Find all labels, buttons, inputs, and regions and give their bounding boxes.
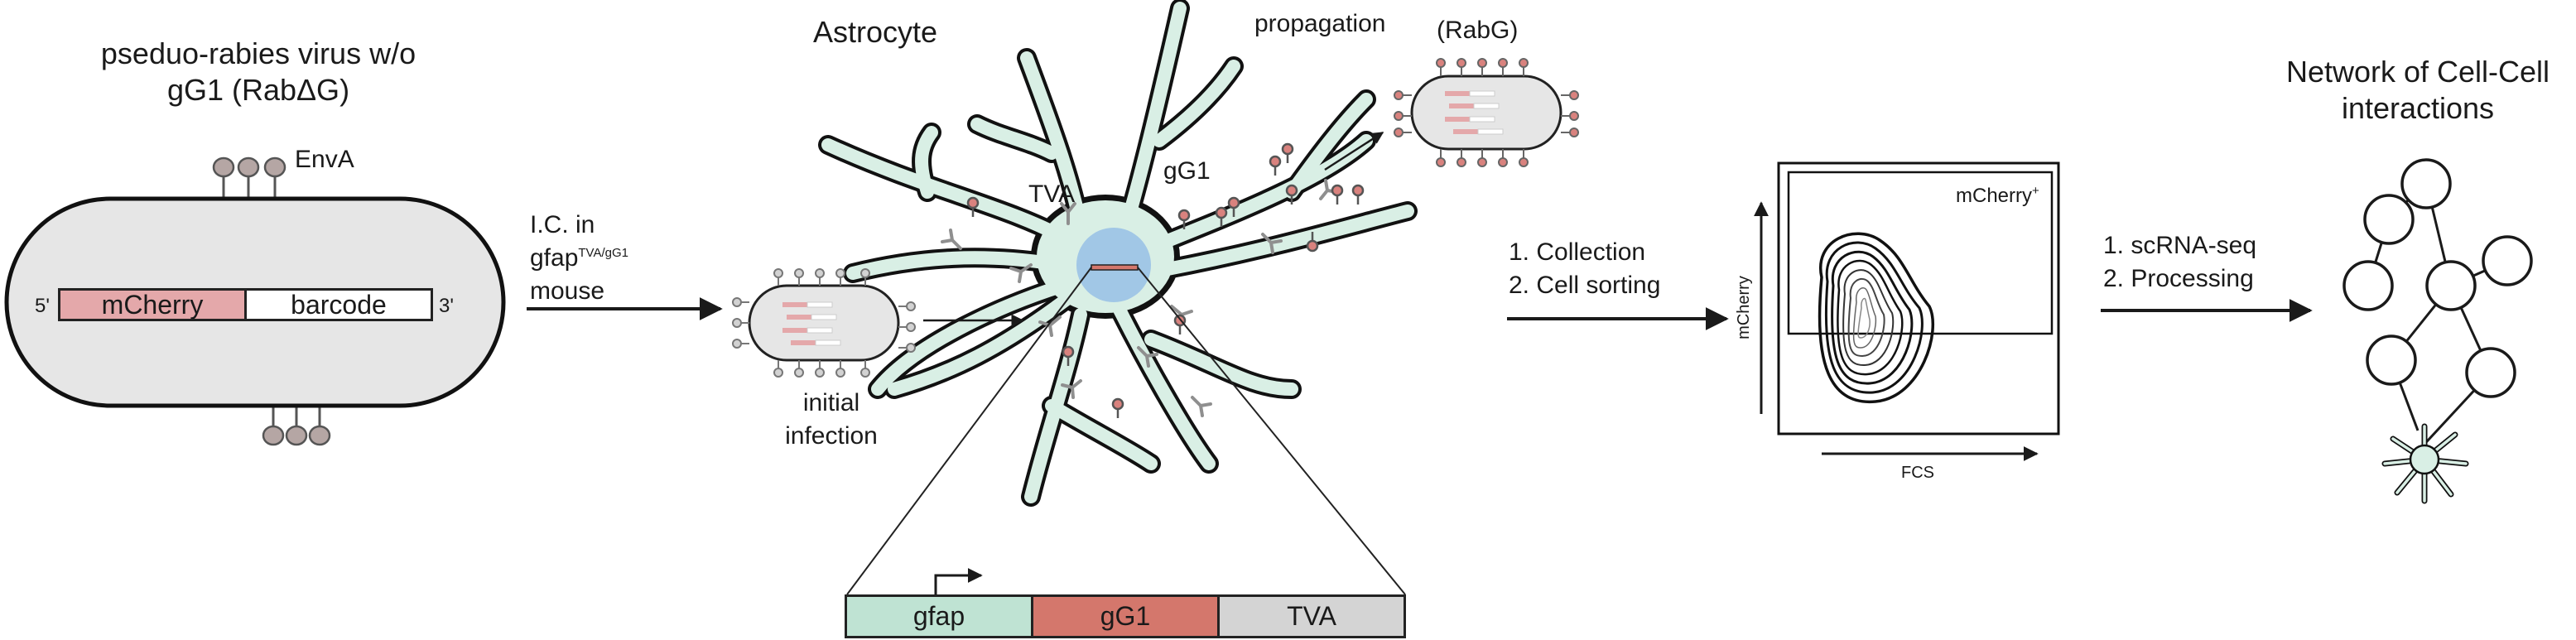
network-title-line1: Network of Cell-Cell: [2285, 55, 2550, 89]
virus-title-line1: pseduo-rabies virus w/o: [100, 36, 416, 70]
five-prime-label: 5': [35, 295, 50, 317]
processing-step2: 2. Processing: [2103, 265, 2254, 292]
gfap-gene-label: gfap: [912, 601, 965, 631]
network-graph: [2342, 158, 2533, 504]
zoom-line-left: [846, 267, 1092, 595]
facs-y-axis-label: mCherry: [1734, 276, 1753, 339]
facs-x-axis-label: FCS: [1901, 464, 1934, 482]
contour-lines: [1818, 232, 1934, 404]
mcherry-gate-sup: +: [2032, 184, 2039, 198]
enva-label: EnvA: [295, 146, 354, 173]
tva-label: TVA: [1028, 180, 1076, 208]
injection-genotype-sup: TVA/gG1: [578, 246, 628, 260]
network-node: [2366, 334, 2417, 386]
sorting-step2: 2. Cell sorting: [1509, 272, 1661, 299]
gg1-label: gG1: [1163, 157, 1211, 185]
initial-infection-line2: infection: [785, 422, 878, 450]
mcherry-gate-base: mCherry: [1956, 185, 2033, 207]
tva-gene: TVA: [1217, 594, 1406, 638]
env-spikes-top: [212, 156, 286, 205]
processing-step1: 1. scRNA-seq: [2103, 232, 2257, 259]
propagated-virus: [1394, 58, 1579, 167]
barcode-gene-label: barcode: [291, 289, 387, 320]
gg1-gene-label: gG1: [1100, 601, 1151, 631]
zoom-line-right: [1137, 267, 1406, 595]
virus-title-line2: gG1 (RabΔG): [166, 73, 350, 107]
injection-line3: mouse: [530, 277, 605, 305]
gfap-gene: gfap: [845, 594, 1033, 638]
sorting-step1: 1. Collection: [1509, 238, 1646, 266]
network-node: [2363, 194, 2415, 245]
gg1-gene: gG1: [1031, 594, 1220, 638]
integrated-genome: [1091, 264, 1139, 271]
network-node: [2400, 158, 2452, 209]
network-title-line2: interactions: [2341, 91, 2495, 125]
glycoprotein-markers: [966, 142, 1365, 418]
astrocyte-title: Astrocyte: [813, 15, 938, 49]
tva-gene-label: TVA: [1287, 601, 1336, 631]
injection-mouse-line: gfap: [530, 244, 579, 272]
mcherry-gate-label: mCherry+: [1956, 184, 2039, 208]
promoter-arrow: [934, 568, 983, 594]
injection-line2: gfapTVA/gG1: [530, 244, 628, 272]
propagation-arrow: [1324, 131, 1384, 171]
network-node: [2425, 260, 2477, 311]
initial-infection-line1: initial: [802, 389, 860, 416]
astrocyte-cell: [818, 0, 1418, 507]
rabg-label: (RabG): [1437, 17, 1519, 44]
network-node: [2482, 235, 2533, 286]
mini-astrocyte: [2381, 423, 2469, 504]
propagation-label: propagation: [1254, 10, 1386, 37]
mcherry-gate: [1787, 171, 2054, 335]
facs-plot: [1754, 161, 2060, 461]
three-prime-label: 3': [439, 295, 454, 317]
barcode-gene: barcode: [244, 288, 433, 321]
network-node: [2465, 347, 2516, 398]
initial-virus: [732, 268, 916, 378]
env-spikes-bottom: [262, 397, 331, 446]
network-node: [2342, 260, 2394, 311]
mcherry-gene: mCherry: [58, 288, 247, 321]
injection-line1: I.C. in: [530, 211, 595, 238]
mcherry-gene-label: mCherry: [101, 289, 204, 320]
